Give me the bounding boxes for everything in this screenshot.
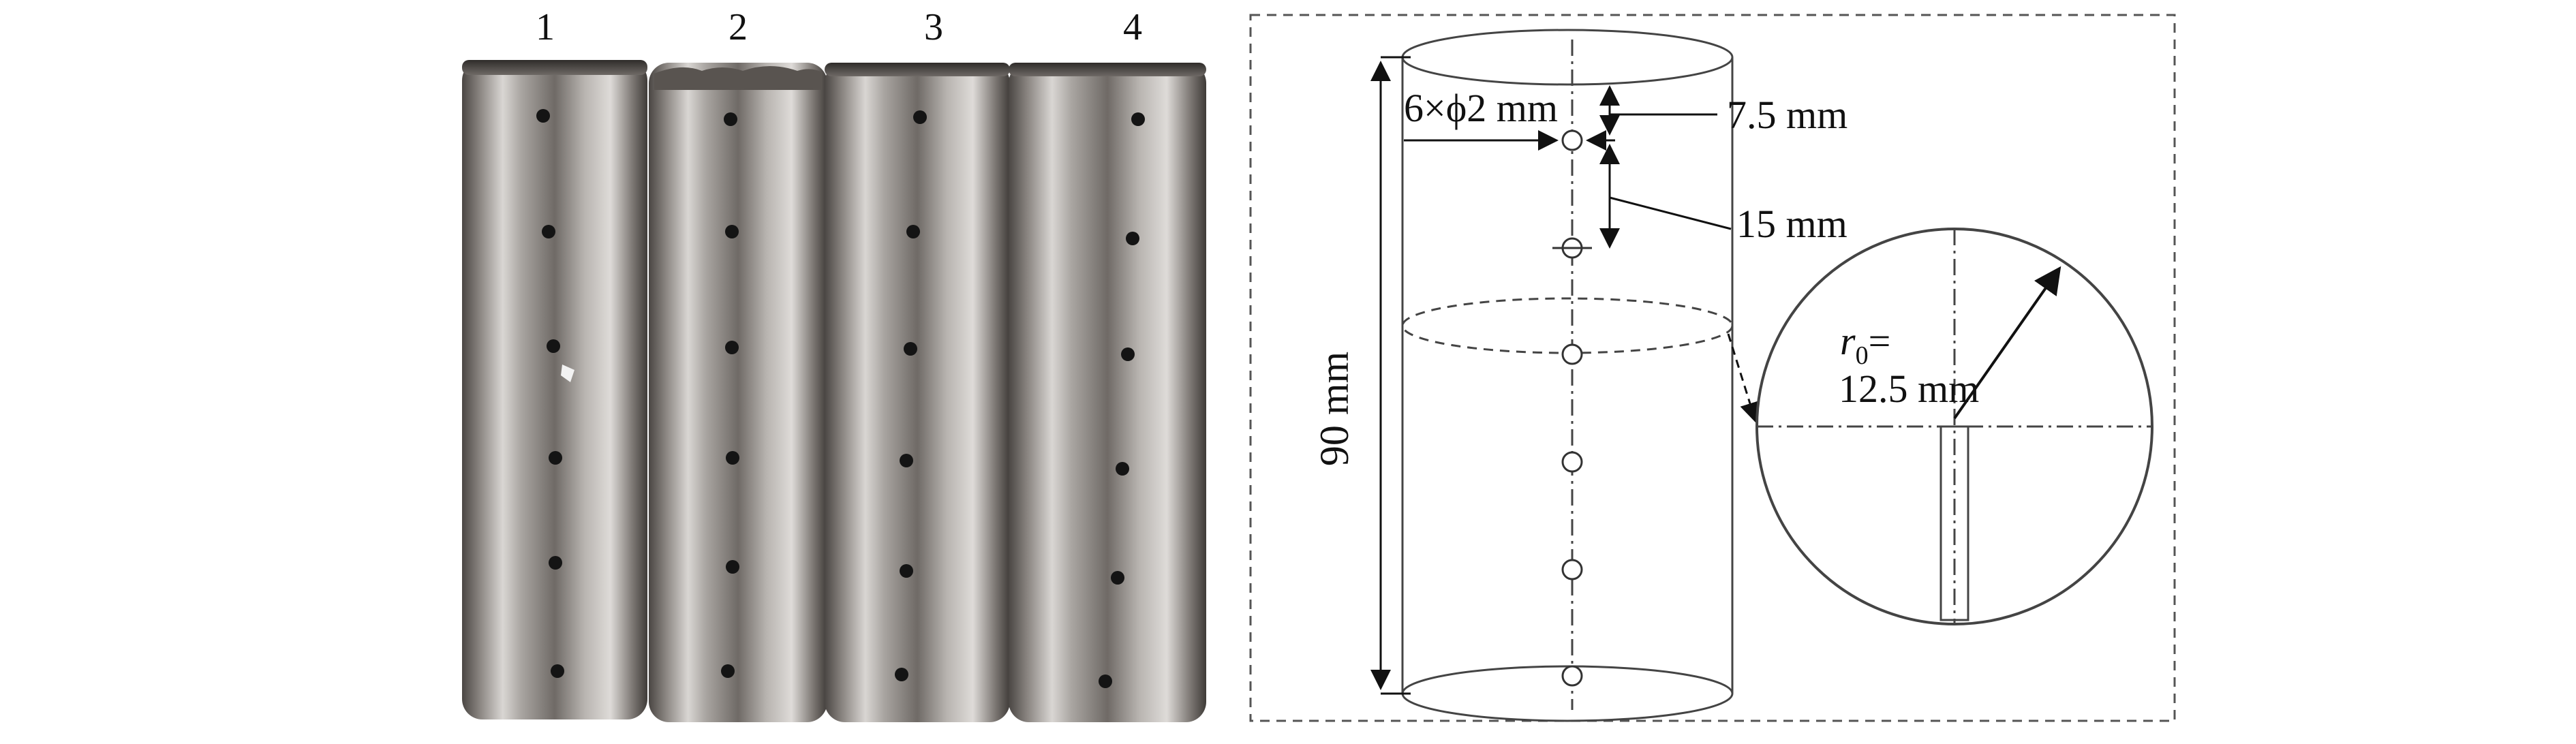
sample-photo: 1 2 3 4 xyxy=(462,6,1206,722)
sample-label-1: 1 xyxy=(536,6,555,48)
radius-subscript: 0 xyxy=(1856,341,1869,370)
height-label: 90 mm xyxy=(1312,352,1357,466)
sample-1-holes xyxy=(536,109,564,678)
sample-cylinder-4 xyxy=(1009,63,1206,722)
sample-label-3: 3 xyxy=(924,6,943,48)
thermocouple-holes xyxy=(1561,129,1583,687)
sample-cylinder-2 xyxy=(649,63,827,722)
radius-value-label: 12.5 mm xyxy=(1839,367,1979,411)
top-offset-dimension xyxy=(1599,85,1717,136)
cross-section-ellipse xyxy=(1401,297,1734,354)
height-dimension xyxy=(1370,56,1411,695)
sample-cylinder-3 xyxy=(825,63,1010,722)
radius-label: r0= xyxy=(1840,319,1890,370)
hole-channel xyxy=(1939,425,1969,621)
sample-2-holes xyxy=(721,112,739,678)
sample-3-holes xyxy=(895,110,927,681)
cross-section-circle xyxy=(1755,228,2153,625)
top-offset-label: 7.5 mm xyxy=(1727,93,1847,137)
spacing-label: 15 mm xyxy=(1736,202,1847,246)
schematic-border xyxy=(1249,14,2176,722)
sample-cylinder-1 xyxy=(462,60,647,719)
radius-symbol: r xyxy=(1840,319,1856,363)
sample-label-2: 2 xyxy=(729,6,748,48)
section-leader xyxy=(1727,333,1760,423)
specimen-schematic: 90 mm 6×ϕ2 mm 7.5 mm 15 mm r0= xyxy=(1249,14,2176,722)
sample-label-4: 4 xyxy=(1123,6,1142,48)
sample-4-holes xyxy=(1099,112,1145,688)
cylinder-outline xyxy=(1401,29,1734,722)
radius-arrow xyxy=(1953,266,2061,420)
hole-spec-label: 6×ϕ2 mm xyxy=(1404,86,1558,130)
radius-equals: = xyxy=(1869,319,1891,363)
spacing-dimension xyxy=(1599,144,1732,249)
